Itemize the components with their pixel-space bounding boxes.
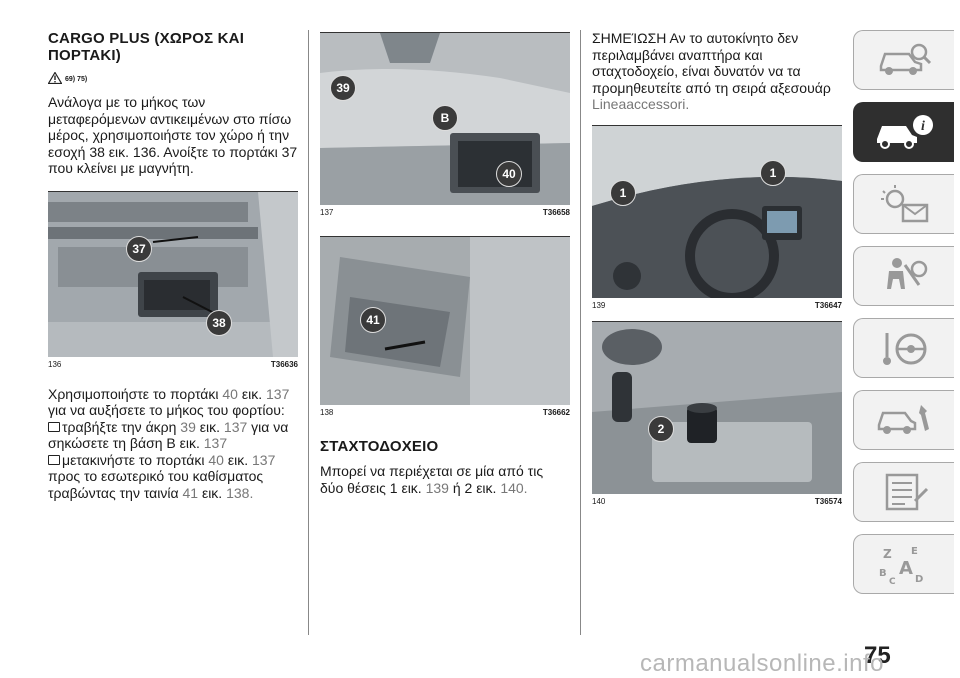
bullet-item-1: τραβήξτε την άκρη 39 εικ. 137 για να σηκ… [48, 418, 289, 451]
checkbox-bullet-icon [48, 454, 60, 465]
figure-138-caption: 138 T36662 [320, 408, 570, 418]
watermark: carmanualsonline.info [640, 650, 884, 677]
tab-steering-wheel[interactable] [853, 318, 954, 378]
column-divider [580, 30, 581, 635]
car-info-icon: i [877, 115, 933, 149]
svg-text:A: A [899, 558, 913, 579]
figure-140-caption: 140 T36574 [592, 497, 842, 507]
figure-139-image: 1 1 [592, 124, 842, 298]
svg-text:E: E [911, 546, 918, 557]
figure-code: T36647 [814, 300, 842, 310]
callout-40: 40 [496, 161, 522, 187]
specs-list-icon [885, 473, 929, 511]
figure-138-image: 41 [320, 236, 570, 405]
figure-137: 39 B 40 137 T36658 [320, 32, 570, 218]
tab-car-search[interactable] [853, 30, 954, 90]
callout-1-left: 1 [610, 179, 636, 206]
svg-text:Z: Z [883, 547, 892, 561]
figure-136: 37 38 136 T36636 [48, 190, 298, 370]
paragraph-cargo-intro: Ανάλογα με το μήκος των μεταφερόμενων αν… [48, 94, 298, 176]
tab-alphabetical-index[interactable]: Z E B A C D [853, 534, 954, 594]
figure-137-image: 39 B 40 [320, 32, 570, 205]
figure-140: 2 140 T36574 [592, 320, 842, 507]
right-column: ΣΗΜΕΊΩΣΗ Αν το αυτοκίνητο δεν περιλαμβάν… [592, 30, 842, 507]
figure-139: 1 1 139 T36647 [592, 124, 842, 311]
svg-text:B: B [879, 568, 887, 579]
paragraph-ashtray: Μπορεί να περιέχεται σε μία από τις δύο … [320, 463, 544, 496]
figure-136-image: 37 38 [48, 190, 298, 357]
warning-triangle-icon [48, 72, 62, 84]
svg-text:D: D [915, 574, 923, 585]
paragraph-door-usage: Χρησιμοποιήστε το πορτάκι 40 εικ. 137 γι… [48, 385, 290, 419]
car-service-icon [877, 405, 929, 434]
tab-specs-list[interactable] [853, 462, 954, 522]
section-heading-ashtray: ΣΤΑΧΤΟΔΟΧΕΙΟ [320, 438, 439, 455]
car-search-icon [879, 43, 932, 75]
tab-car-service[interactable] [853, 390, 954, 450]
figure-number: 140 [592, 496, 606, 506]
svg-text:i: i [921, 119, 925, 134]
warning-lights-icon [881, 185, 929, 223]
column-divider [308, 30, 309, 635]
figure-140-image: 2 [592, 320, 842, 494]
figure-number: 137 [320, 208, 334, 217]
steering-wheel-icon [883, 333, 927, 365]
middle-column: 39 B 40 137 T36658 41 138 T36662 ΣΤΑΧΤΟΔ… [320, 32, 570, 496]
chapter-tabs: i [853, 30, 960, 606]
callout-2: 2 [648, 415, 674, 442]
tab-airbag-safety[interactable] [853, 246, 954, 306]
figure-136-caption: 136 T36636 [48, 360, 298, 370]
airbag-safety-icon [887, 258, 928, 289]
tab-car-info[interactable]: i [853, 102, 954, 162]
figure-code: T36658 [542, 208, 570, 217]
paragraph-note-accessories: ΣΗΜΕΊΩΣΗ Αν το αυτοκίνητο δεν περιλαμβάν… [592, 30, 831, 112]
figure-139-caption: 139 T36647 [592, 301, 842, 311]
callout-b: B [432, 105, 458, 131]
svg-text:C: C [889, 577, 896, 586]
figure-code: T36574 [814, 496, 842, 506]
figure-number: 138 [320, 408, 334, 417]
callout-41: 41 [360, 307, 386, 333]
callout-37: 37 [126, 235, 152, 262]
callout-38: 38 [206, 309, 232, 336]
figure-137-caption: 137 T36658 [320, 208, 570, 218]
alphabetical-index-icon: Z E B A C D [879, 546, 923, 586]
tab-warning-lights[interactable] [853, 174, 954, 234]
bullet-item-2: μετακινήστε το πορτάκι 40 εικ. 137 προς … [48, 451, 276, 501]
figure-code: T36662 [542, 408, 570, 417]
page-number: 75 [864, 642, 891, 669]
figure-number: 136 [48, 359, 62, 369]
figure-code: T36636 [270, 359, 298, 369]
section-heading-cargo-plus: CARGO PLUS (ΧΩΡΟΣ ΚΑΙ ΠΟΡΤΑΚΙ) [48, 30, 245, 64]
figure-138: 41 138 T36662 [320, 236, 570, 418]
left-column: CARGO PLUS (ΧΩΡΟΣ ΚΑΙ ΠΟΡΤΑΚΙ) 69) 75) Α… [48, 30, 298, 501]
checkbox-bullet-icon [48, 421, 60, 432]
callout-1-right: 1 [760, 159, 786, 186]
warning-note: 69) 75) [48, 72, 298, 84]
callout-39: 39 [330, 75, 356, 101]
warning-note-text: 69) 75) [65, 76, 88, 83]
figure-number: 139 [592, 300, 606, 310]
